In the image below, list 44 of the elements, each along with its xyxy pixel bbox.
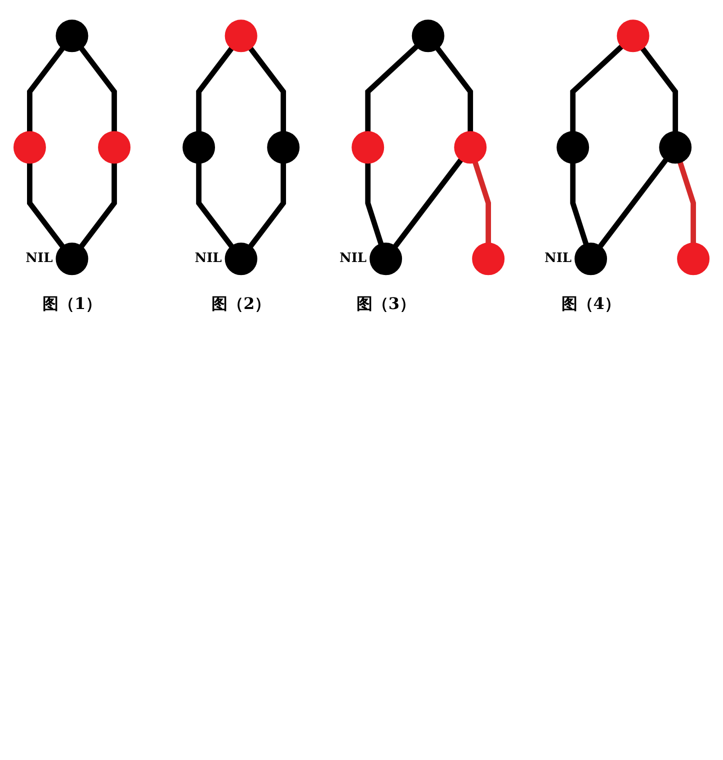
connector — [79, 162, 117, 248]
connector — [196, 46, 234, 132]
figure-caption: 图（2） — [212, 294, 271, 316]
figure-caption: 图（1） — [42, 294, 102, 316]
connector — [27, 162, 65, 248]
tree-node-circle — [454, 131, 487, 164]
nil-label: NIL — [194, 251, 222, 266]
nil-label: NIL — [26, 251, 53, 266]
tree-node-circle — [472, 242, 505, 276]
connector — [248, 162, 286, 248]
connector — [570, 44, 624, 132]
tree-node-circle — [412, 20, 444, 52]
tree-node-circle — [224, 20, 258, 52]
connector — [79, 46, 117, 132]
nil-label: NIL — [544, 251, 572, 266]
connector — [27, 46, 65, 132]
tree-node-circle — [574, 242, 608, 276]
tree-node-circle — [13, 131, 46, 164]
connector — [570, 162, 589, 246]
figure-caption: 图（3） — [356, 294, 416, 316]
tree-node-circle — [556, 131, 590, 164]
connector — [598, 158, 668, 248]
tree-node-circle — [370, 242, 402, 276]
tree-node-circle — [267, 131, 300, 164]
tree-node-circle — [182, 131, 216, 164]
tree-node-circle — [56, 242, 88, 276]
tree-node-circle — [659, 131, 692, 164]
tree-node-circle — [224, 242, 258, 276]
connector — [435, 46, 474, 132]
connector — [640, 46, 678, 132]
connector — [196, 162, 234, 248]
connector — [365, 162, 384, 246]
tree-node-circle — [677, 242, 710, 276]
tree-node-circle — [56, 20, 88, 52]
tree-node-circle — [616, 20, 650, 52]
connector — [248, 46, 286, 132]
figure-caption: 图（4） — [561, 294, 620, 316]
connector — [365, 44, 419, 132]
tree-node-circle — [352, 131, 384, 164]
tree-node-circle — [98, 131, 130, 164]
connector — [677, 161, 696, 244]
connector — [392, 158, 464, 248]
connector — [472, 161, 491, 244]
nil-label: NIL — [339, 251, 367, 266]
